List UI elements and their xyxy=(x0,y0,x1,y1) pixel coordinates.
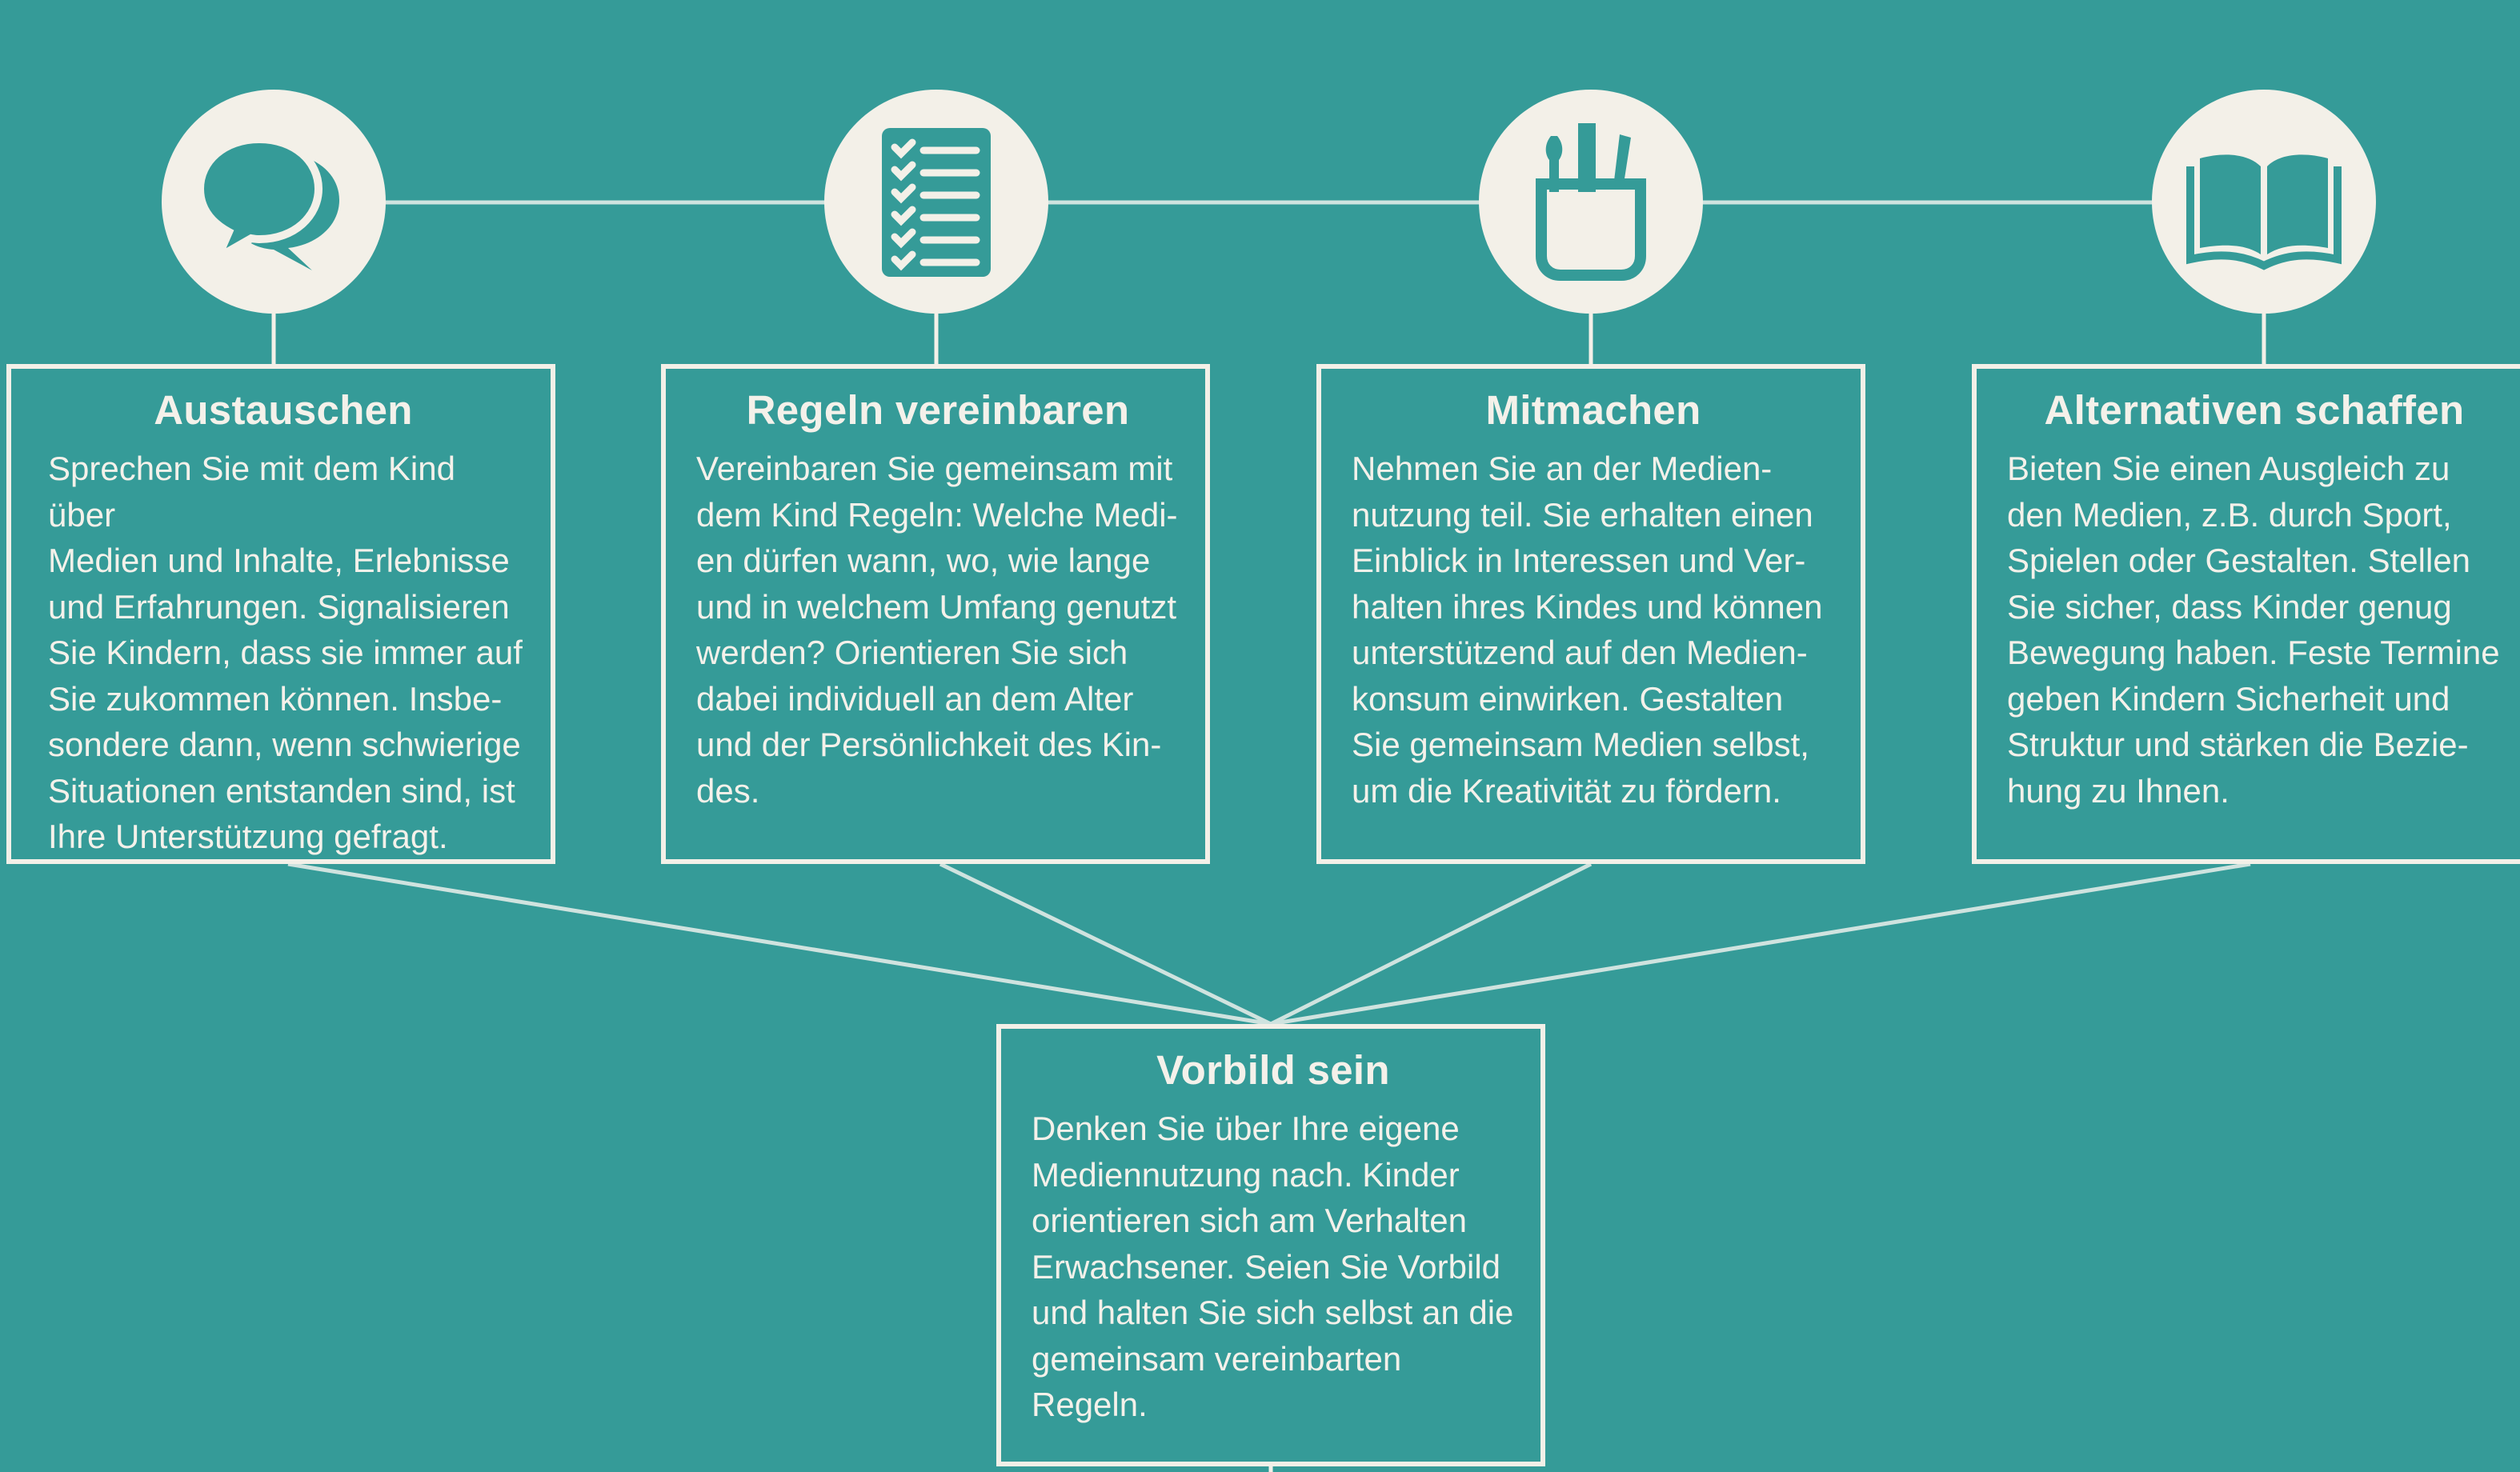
card-alternativen-schaffen: Alternativen schaffen Bieten Sie einen A… xyxy=(1972,364,2520,864)
converge-line-1 xyxy=(287,862,1272,1026)
card-title: Vorbild sein xyxy=(1156,1047,1390,1093)
card-text: Nehmen Sie an der Medien- nutzung teil. … xyxy=(1352,450,1823,810)
card-regeln-vereinbaren: Regeln vereinbaren Vereinbaren Sie gemei… xyxy=(661,364,1210,864)
card-text: Sprechen Sie mit dem Kind über Medien un… xyxy=(48,450,523,855)
card-title: Alternativen schaffen xyxy=(2044,387,2465,433)
card-text: Denken Sie über Ihre eigene Mediennutzun… xyxy=(1032,1110,1514,1423)
converge-line-4 xyxy=(1270,862,2251,1026)
converge-line-2 xyxy=(939,862,1272,1026)
converge-line-3 xyxy=(1269,862,1593,1026)
card-text: Bieten Sie einen Ausgleich zu den Medien… xyxy=(2007,450,2500,810)
card-austauschen: Austauschen Sprechen Sie mit dem Kind üb… xyxy=(6,364,555,864)
speech-bubbles-icon xyxy=(162,90,386,314)
card-title: Austauschen xyxy=(154,387,413,433)
card-title: Mitmachen xyxy=(1485,387,1701,433)
pencil-cup-icon xyxy=(1479,90,1703,314)
card-vorbild-sein: Vorbild sein Denken Sie über Ihre eigene… xyxy=(996,1024,1545,1466)
open-book-icon xyxy=(2152,90,2376,314)
card-title: Regeln vereinbaren xyxy=(746,387,1130,433)
card-text: Vereinbaren Sie gemeinsam mit dem Kind R… xyxy=(696,450,1178,810)
card-mitmachen: Mitmachen Nehmen Sie an der Medien- nutz… xyxy=(1316,364,1865,864)
checklist-icon xyxy=(824,90,1048,314)
